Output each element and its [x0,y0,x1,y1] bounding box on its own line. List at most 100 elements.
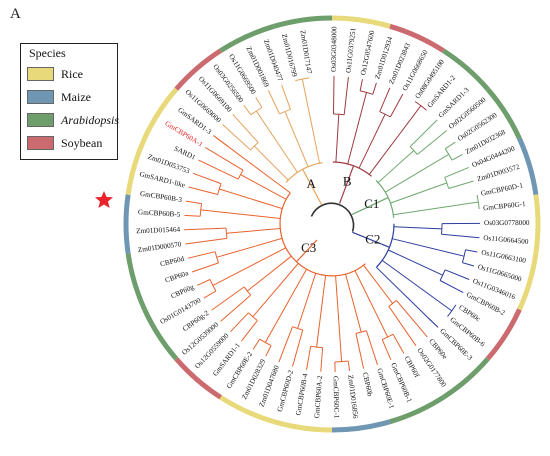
leaf-branch [203,290,217,299]
species-ring-segment [125,137,147,196]
clade-label: B [343,174,352,189]
tree-branch [255,110,298,173]
tree-branch [200,209,281,219]
leaf-label: Zm01D015464 [136,226,181,236]
leaf-branch [241,320,258,342]
leaf-branch [448,180,474,189]
leaf-label: GmCBP60D-1 [480,181,524,197]
tree-branch [219,188,283,210]
leaf-branch [188,186,218,195]
leaf-branch [381,339,392,360]
leaf-branch [409,119,438,147]
species-ring-segment [517,137,539,196]
leaf-branch [306,346,312,370]
leaf-branch [333,75,335,115]
tree-node-arc [476,194,480,210]
tree-branch [347,92,367,165]
legend-swatch-rice [27,67,54,81]
clade-label: C3 [301,240,316,255]
leaf-branch [379,87,391,112]
leaf-branch [439,280,464,294]
leaf-branch [243,104,252,116]
tree-branch [377,150,415,183]
leaf-label: CBP60d [159,255,185,268]
tree-node-arc [248,312,258,321]
leaf-branch [184,227,227,231]
leaf-branch [185,237,228,245]
legend-item-soybean: Soybean [27,135,102,151]
species-ring-segment [331,15,391,29]
leaf-branch [205,146,244,171]
tree-node-arc [259,338,272,347]
species-ring-segment [389,23,445,53]
leaf-branch [444,166,469,178]
tree-branch [297,273,317,329]
leaf-branch [355,333,365,369]
clade-label: C1 [364,196,379,211]
leaf-branch [416,130,448,155]
species-legend: Species Rice Maize Arabidopsis Soybean [20,43,119,160]
tree-branch [393,201,479,216]
legend-label-soybean: Soybean [61,135,103,150]
tree-node-arc [447,304,457,317]
leaf-label: GmCBP60B-5 [138,208,181,218]
legend-swatch-soybean [27,136,54,150]
tree-node-arc [388,300,397,307]
tree-branch [335,275,343,362]
tree-branch [216,237,283,258]
legend-title: Species [29,46,66,60]
tree-branch [284,111,309,167]
species-ring-segment [485,308,522,361]
leaf-branch [465,249,478,253]
leaf-branch [255,96,263,108]
clade-stem [352,231,390,248]
tree-node-arc [444,148,453,161]
species-ring-segment [442,48,490,91]
tree-node-arc [414,101,427,111]
leaf-label: GmCBP60B-3 [139,190,182,205]
leaf-branch [265,345,272,357]
leaf-branch [444,269,470,280]
legend-item-rice: Rice [27,66,83,82]
tree-node-arc [444,177,450,189]
tree-node-arc [225,228,228,239]
clade-stem [351,197,389,216]
legend-swatch-arabidopsis [27,113,54,127]
leaf-label: Zm01D016856 [346,374,359,419]
leaf-branch [365,330,378,365]
leaf-label: CBP60g [170,283,196,301]
species-ring [123,15,541,433]
tree-node-arc [381,333,394,341]
leaf-label: GmCBP60A-2 [313,375,324,419]
legend-label-rice: Rice [61,66,83,81]
tree-branch [358,113,386,169]
leaf-branch [222,124,251,151]
species-ring-segment [125,252,147,311]
species-ring-segment [219,395,275,425]
leaf-label: Os11G0379251 [344,27,357,73]
tree-branch [301,78,321,164]
leaf-branch [451,153,463,161]
leaf-branch [359,79,363,92]
leaf-branch [252,338,261,350]
tree-branch [212,247,287,286]
tree-branch [252,263,299,318]
species-ring-segment [123,194,131,254]
tree-branch [390,182,448,204]
tree-node-arc [209,279,217,292]
leaf-branch [267,90,280,115]
leaf-branch [445,141,456,150]
tree-branch [393,226,442,230]
legend-item-maize: Maize [27,89,91,105]
species-ring-segment [174,357,222,400]
leaf-label: GmSARD1-like [139,170,186,189]
tree-branch [226,228,281,234]
tree-node-arc [333,113,345,116]
species-ring-segment [219,23,275,53]
leaf-branch [220,294,252,322]
species-ring-segment [273,15,333,29]
tree-branch [227,145,291,194]
clade-label: A [307,176,317,191]
leaf-branch [197,279,211,286]
